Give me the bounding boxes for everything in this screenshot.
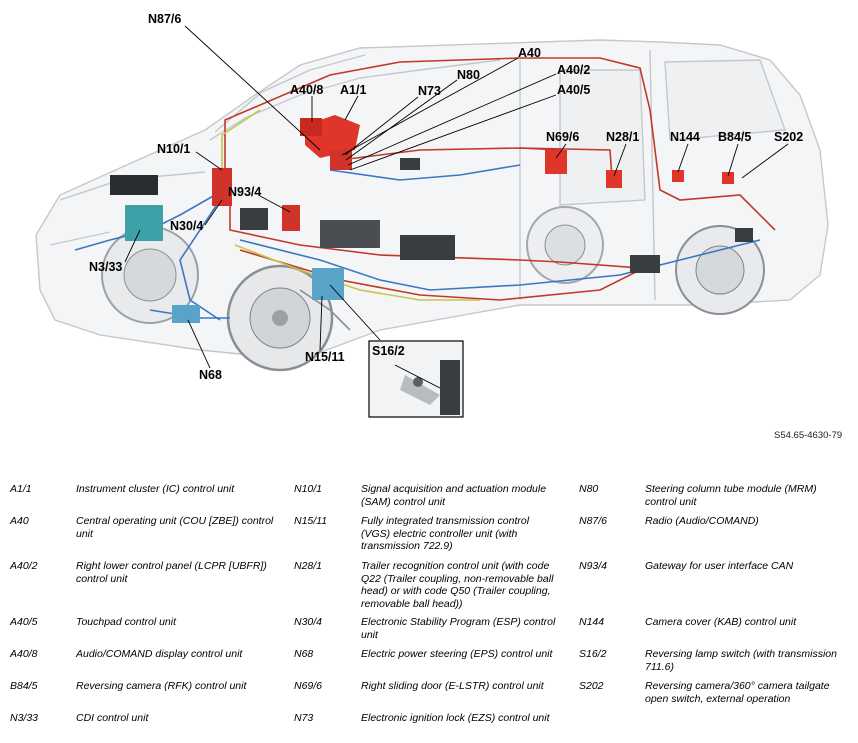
ignition-lock-unit bbox=[330, 150, 352, 170]
callout-n28-1: N28/1 bbox=[606, 130, 639, 144]
callout-s202: S202 bbox=[774, 130, 803, 144]
sliding-door-unit bbox=[545, 150, 567, 174]
sam-control-unit bbox=[212, 168, 232, 206]
tailgate-module bbox=[735, 228, 753, 242]
legend-desc: Audio/COMAND display control unit bbox=[76, 648, 243, 660]
legend-desc: Electronic Stability Program (ESP) contr… bbox=[361, 616, 556, 641]
callout-n80: N80 bbox=[457, 68, 480, 82]
legend-code: N93/4 bbox=[579, 560, 608, 572]
trailer-recognition-unit bbox=[606, 170, 622, 188]
legend-code: N73 bbox=[294, 712, 314, 724]
legend-code: N30/4 bbox=[294, 616, 323, 628]
callout-b84-5: B84/5 bbox=[718, 130, 751, 144]
callout-n10-1: N10/1 bbox=[157, 142, 190, 156]
legend-code: S202 bbox=[579, 680, 604, 692]
legend-desc: Camera cover (KAB) control unit bbox=[645, 616, 797, 628]
legend-desc: Signal acquisition and actuation module … bbox=[361, 483, 547, 508]
callout-n69-6: N69/6 bbox=[546, 130, 579, 144]
legend-code: N69/6 bbox=[294, 680, 323, 692]
legend-desc: Instrument cluster (IC) control unit bbox=[76, 483, 235, 495]
legend-desc: CDI control unit bbox=[76, 712, 149, 724]
mirror-module bbox=[400, 158, 420, 170]
legend-desc: Radio (Audio/COMAND) bbox=[645, 515, 759, 527]
legend-code: A40/8 bbox=[10, 648, 38, 660]
leader-lines bbox=[124, 25, 789, 369]
legend-code: N10/1 bbox=[294, 483, 323, 495]
legend-desc: Reversing lamp switch (with transmission… bbox=[645, 648, 837, 673]
legend-code: N28/1 bbox=[294, 560, 323, 572]
callout-a1-1: A1/1 bbox=[340, 83, 366, 97]
callout-a40: A40 bbox=[518, 46, 541, 60]
legend-code: A40 bbox=[10, 515, 29, 527]
legend-desc: Electronic ignition lock (EZS) control u… bbox=[361, 712, 550, 724]
inset-s16-2 bbox=[368, 340, 464, 418]
audio-display-unit bbox=[300, 118, 322, 136]
legend-code: N87/6 bbox=[579, 515, 608, 527]
eps-control-unit bbox=[172, 305, 200, 323]
legend-desc: Steering column tube module (MRM) contro… bbox=[645, 483, 817, 508]
vehicle-network-diagram: N87/6 A40 N80 A40/2 A40/8 A1/1 N73 A40/5… bbox=[35, 12, 829, 418]
callout-n3-33: N3/33 bbox=[89, 260, 122, 274]
legend-desc: Fully integrated transmission control (V… bbox=[361, 515, 530, 552]
legend-code: N144 bbox=[579, 616, 605, 628]
legend-code: N3/33 bbox=[10, 712, 39, 724]
reversing-camera-unit bbox=[722, 172, 734, 184]
callout-n73: N73 bbox=[418, 84, 441, 98]
legend-code: A40/2 bbox=[10, 560, 38, 572]
gateway-unit bbox=[282, 205, 300, 231]
legend: A1/1 Instrument cluster (IC) control uni… bbox=[0, 478, 858, 743]
legend-code: A40/5 bbox=[10, 616, 38, 628]
callout-s16-2: S16/2 bbox=[372, 344, 405, 358]
legend-desc: Gateway for user interface CAN bbox=[645, 560, 794, 572]
legend-code: S16/2 bbox=[579, 648, 607, 660]
callout-labels: N87/6 A40 N80 A40/2 A40/8 A1/1 N73 A40/5… bbox=[89, 12, 803, 382]
legend-desc: Reversing camera/360° camera tailgate op… bbox=[645, 680, 830, 705]
callout-a40-5: A40/5 bbox=[557, 83, 590, 97]
rear-right-wheel bbox=[675, 225, 765, 315]
legend-desc: Trailer recognition control unit (with c… bbox=[361, 560, 554, 610]
legend-code: N15/11 bbox=[294, 515, 328, 527]
legend-code: N68 bbox=[294, 648, 314, 660]
callout-n30-4: N30/4 bbox=[170, 219, 203, 233]
legend-desc: Reversing camera (RFK) control unit bbox=[76, 680, 247, 692]
legend-desc: Right lower control panel (LCPR [UBFR]) … bbox=[76, 560, 267, 585]
center-console-block bbox=[320, 220, 380, 248]
camera-cover-unit bbox=[672, 170, 684, 182]
legend-code: B84/5 bbox=[10, 680, 38, 692]
figure-reference: S54.65-4630-79 bbox=[774, 430, 843, 441]
rear-left-wheel bbox=[526, 206, 604, 284]
battery bbox=[110, 175, 158, 195]
seat-module bbox=[400, 235, 455, 260]
callout-n68: N68 bbox=[199, 368, 222, 382]
legend-code: A1/1 bbox=[10, 483, 32, 495]
legend-code: N80 bbox=[579, 483, 599, 495]
legend-desc: Central operating unit (COU [ZBE]) contr… bbox=[76, 515, 274, 540]
callout-a40-2: A40/2 bbox=[557, 63, 590, 77]
callout-n93-4: N93/4 bbox=[228, 185, 261, 199]
legend-desc: Touchpad control unit bbox=[76, 616, 177, 628]
callout-n144: N144 bbox=[670, 130, 700, 144]
rear-module bbox=[630, 255, 660, 273]
callout-a40-8: A40/8 bbox=[290, 83, 323, 97]
legend-desc: Electric power steering (EPS) control un… bbox=[361, 648, 553, 660]
legend-desc: Right sliding door (E-LSTR) control unit bbox=[361, 680, 544, 692]
callout-n15-11: N15/11 bbox=[305, 350, 345, 364]
esp-control-unit bbox=[240, 208, 268, 230]
cdi-control-unit bbox=[125, 205, 163, 241]
vehicle-components bbox=[110, 115, 753, 323]
callout-n87-6: N87/6 bbox=[148, 12, 181, 26]
